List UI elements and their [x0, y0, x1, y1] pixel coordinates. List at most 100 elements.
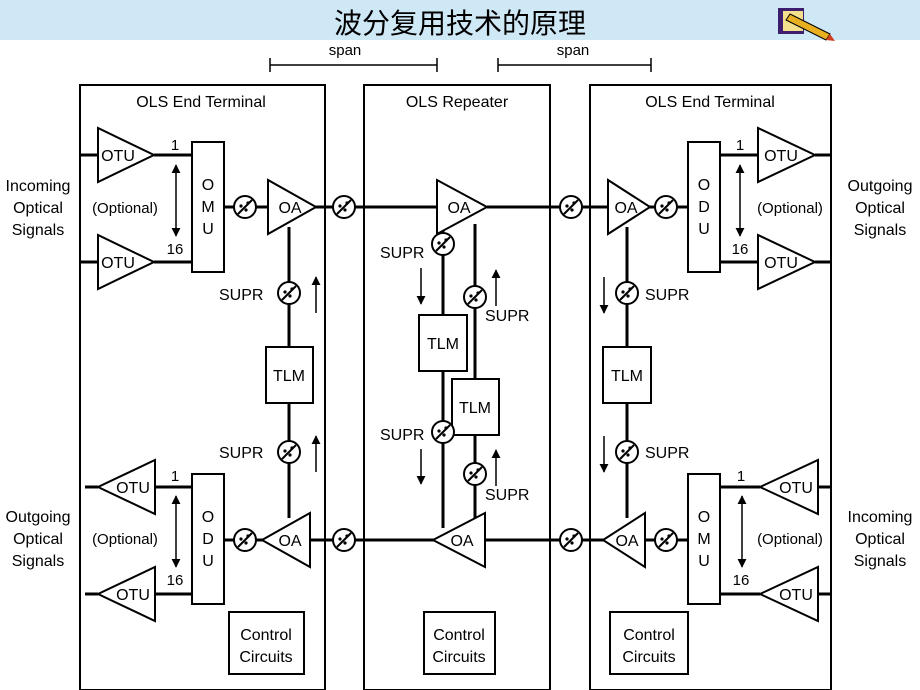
svg-text:OA: OA	[614, 200, 637, 217]
svg-text:Optical: Optical	[13, 200, 63, 217]
ols-repeater	[363, 84, 551, 690]
odu-right: O D U	[687, 141, 721, 273]
odu-left: O D U	[191, 473, 225, 605]
control-circuits-right: Control Circuits	[609, 611, 689, 675]
svg-text:Incoming: Incoming	[6, 178, 71, 195]
channel-16-label: 16	[167, 241, 184, 258]
svg-text:Optical: Optical	[855, 531, 905, 548]
fiber-connector-icon	[654, 195, 678, 219]
svg-text:Control: Control	[240, 627, 292, 644]
fiber-connector-icon	[431, 420, 455, 444]
channel-1-label: 1	[737, 468, 745, 485]
otu-right-top-16: OTU	[757, 233, 818, 291]
otu-right-bottom-16: OTU	[757, 565, 819, 623]
otu-left-top-16: OTU	[97, 233, 157, 291]
svg-text:OA: OA	[278, 533, 301, 550]
svg-text:D: D	[698, 199, 710, 216]
svg-text:OA: OA	[450, 533, 473, 550]
supr-label: SUPR	[380, 245, 424, 262]
svg-text:TLM: TLM	[427, 336, 459, 353]
otu-right-bottom: OTU	[757, 458, 819, 516]
fiber-connector-icon	[654, 528, 678, 552]
svg-text:M: M	[697, 531, 710, 548]
svg-text:Control: Control	[433, 627, 485, 644]
fiber-lines	[80, 153, 830, 596]
supr-label: SUPR	[380, 427, 424, 444]
span-label-right: span	[557, 42, 590, 59]
tlm-repeater-1: TLM	[418, 314, 468, 372]
fiber-connector-icon	[233, 195, 257, 219]
ols-end-terminal-right-label: OLS End Terminal	[645, 94, 775, 111]
svg-text:O: O	[202, 177, 214, 194]
svg-text:O: O	[698, 509, 710, 526]
svg-text:M: M	[201, 199, 214, 216]
span-label-left: span	[329, 42, 362, 59]
fiber-connector-icon	[332, 195, 356, 219]
supr-label: SUPR	[645, 445, 689, 462]
fiber-connector-icon	[233, 528, 257, 552]
svg-text:Signals: Signals	[854, 553, 906, 570]
svg-text:Signals: Signals	[854, 222, 906, 239]
fiber-connector-icon	[559, 195, 583, 219]
fiber-connector-icon	[277, 440, 301, 464]
incoming-optical-signals-right: Incoming Optical Signals	[848, 509, 913, 570]
fiber-connector-icon	[615, 440, 639, 464]
fiber-connector-icon	[463, 285, 487, 309]
ols-repeater-label: OLS Repeater	[406, 94, 509, 111]
title-bar	[0, 0, 920, 40]
svg-text:OTU: OTU	[101, 148, 135, 165]
fiber-connector-icon	[615, 281, 639, 305]
supr-label: SUPR	[219, 445, 263, 462]
outgoing-optical-signals-right: Outgoing Optical Signals	[848, 178, 913, 239]
svg-text:Outgoing: Outgoing	[848, 178, 913, 195]
svg-text:O: O	[698, 177, 710, 194]
svg-text:Optical: Optical	[855, 200, 905, 217]
channel-1-label: 1	[171, 468, 179, 485]
svg-text:Control: Control	[623, 627, 675, 644]
svg-text:TLM: TLM	[459, 400, 491, 417]
svg-text:OTU: OTU	[764, 148, 798, 165]
notebook-pencil-icon	[778, 8, 835, 41]
svg-text:Signals: Signals	[12, 222, 64, 239]
svg-text:OTU: OTU	[101, 255, 135, 272]
otu-left-top: OTU	[97, 126, 157, 184]
control-circuits-repeater: Control Circuits	[423, 611, 496, 675]
incoming-optical-signals-left: Incoming Optical Signals	[6, 178, 71, 239]
optional-label: (Optional)	[757, 531, 823, 548]
channel-16-label: 16	[733, 572, 750, 589]
supr-label: SUPR	[485, 487, 529, 504]
svg-text:TLM: TLM	[611, 368, 643, 385]
outgoing-optical-signals-left: Outgoing Optical Signals	[6, 509, 71, 570]
oa-left-bottom: OA	[259, 511, 311, 569]
svg-text:D: D	[202, 531, 214, 548]
span-ruler-left: span	[269, 42, 438, 72]
svg-text:U: U	[202, 553, 214, 570]
ols-end-terminal-left-label: OLS End Terminal	[136, 94, 266, 111]
omu-left: O M U	[191, 141, 225, 273]
span-ruler-right: span	[497, 42, 652, 72]
fiber-connector-icon	[431, 232, 455, 256]
otu-left-bottom-16: OTU	[95, 565, 156, 623]
connectors	[233, 195, 678, 552]
supr-label: SUPR	[219, 287, 263, 304]
fiber-connector-icon	[277, 281, 301, 305]
svg-text:OTU: OTU	[764, 255, 798, 272]
svg-text:Circuits: Circuits	[622, 649, 675, 666]
svg-text:Incoming: Incoming	[848, 509, 913, 526]
oa-repeater-top: OA	[436, 178, 490, 236]
svg-text:U: U	[698, 553, 710, 570]
svg-text:OTU: OTU	[116, 587, 150, 604]
optional-label: (Optional)	[92, 531, 158, 548]
svg-text:O: O	[202, 509, 214, 526]
tlm-left: TLM	[265, 346, 314, 404]
tlm-repeater-2: TLM	[451, 378, 500, 436]
oa-right-top: OA	[607, 178, 652, 236]
otu-right-top: OTU	[757, 126, 818, 184]
channel-16-label: 16	[167, 572, 184, 589]
supr-label: SUPR	[645, 287, 689, 304]
omu-right: O M U	[687, 473, 721, 605]
svg-text:OA: OA	[447, 200, 470, 217]
channel-16-label: 16	[732, 241, 749, 258]
svg-text:OTU: OTU	[779, 480, 813, 497]
